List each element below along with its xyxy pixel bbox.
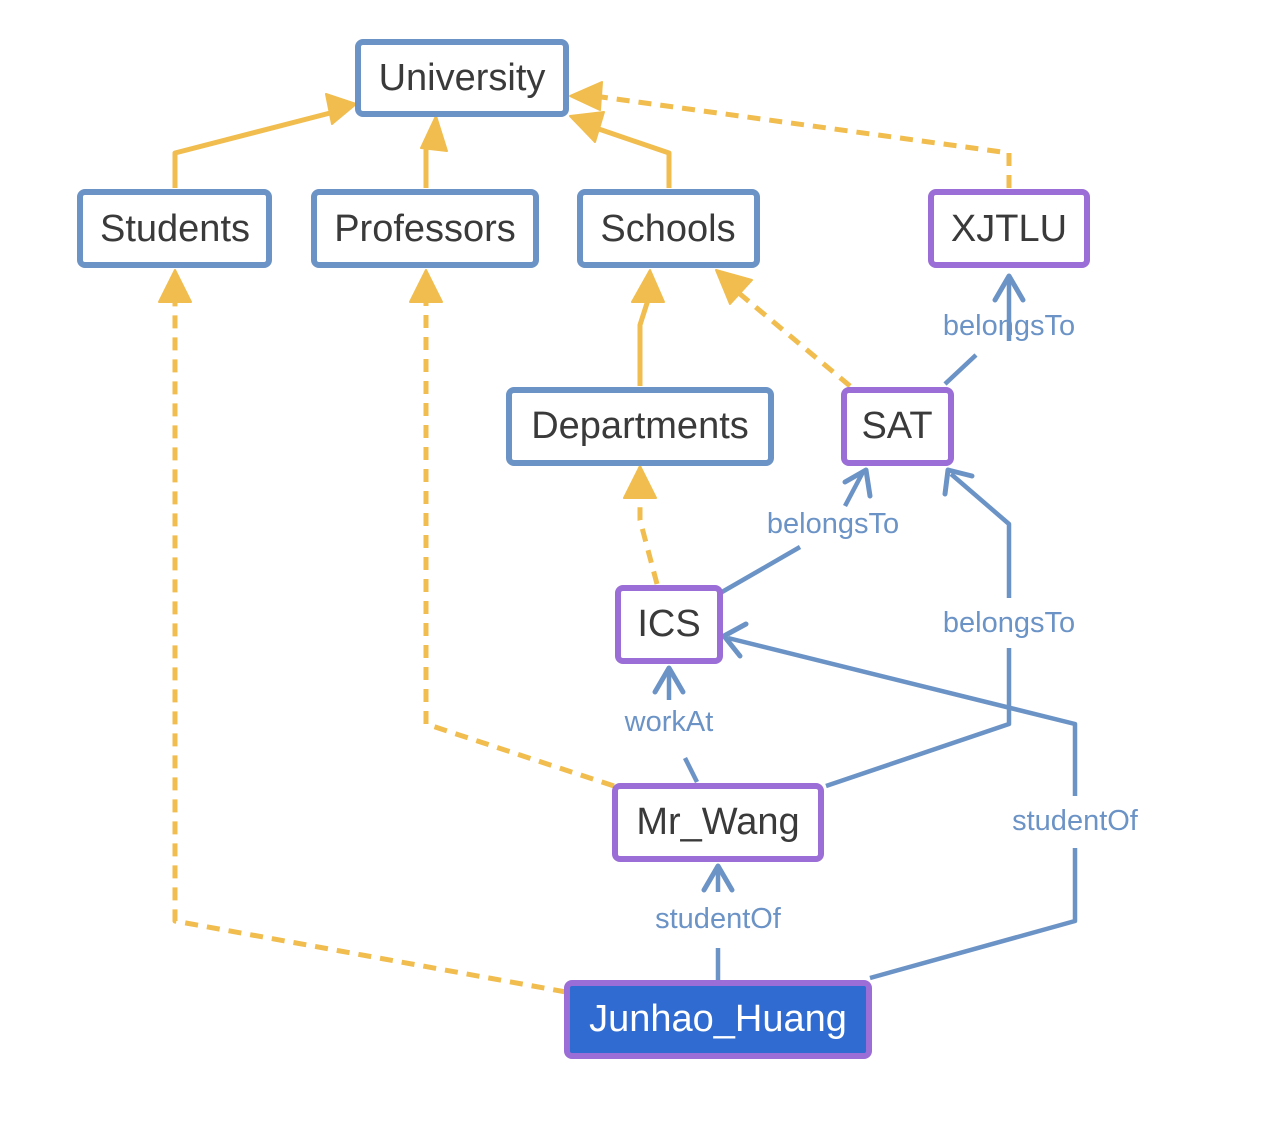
arrowhead-mrwang-ics (652, 665, 686, 695)
node-students[interactable]: Students (77, 189, 272, 268)
arrowhead-xjtlu-university (569, 81, 603, 111)
node-label-ics: ICS (637, 603, 700, 645)
node-schools[interactable]: Schools (577, 189, 760, 268)
node-label-mr-wang: Mr_Wang (636, 801, 799, 843)
edge-label-mrwang-ics: workAt (624, 706, 714, 738)
node-sat[interactable]: SAT (841, 387, 954, 466)
node-professors[interactable]: Professors (311, 189, 539, 268)
arrowhead-professors-university (420, 115, 448, 152)
instance-edge-sat-schools[interactable] (738, 292, 852, 388)
instance-edge-mrwang-professors[interactable] (423, 300, 615, 789)
arrowhead-mrwang-sat (942, 467, 975, 497)
node-mr-wang[interactable]: Mr_Wang (612, 783, 824, 862)
arrowhead-ics-sat (842, 467, 873, 499)
edge-label-mrwang-sat: belongsTo (943, 607, 1075, 639)
edge-label-junhao-mrwang: studentOf (655, 903, 782, 935)
arrowhead-departments-schools (631, 269, 665, 303)
property-edge-junhao-ics-upper[interactable] (727, 635, 1078, 796)
edge-label-ics-sat: belongsTo (767, 508, 899, 540)
edge-label-junhao-ics: studentOf (1012, 805, 1139, 837)
property-edge-ics-sat-head[interactable] (843, 470, 865, 508)
node-label-university: University (379, 57, 546, 99)
node-departments[interactable]: Departments (506, 387, 774, 466)
instance-edge-ics-departments[interactable] (637, 497, 660, 585)
arrowhead-ics-departments (623, 465, 657, 499)
node-label-schools: Schools (600, 208, 735, 250)
node-junhao-huang[interactable]: Junhao_Huang (564, 980, 872, 1059)
property-edge-sat-xjtlu[interactable] (943, 353, 978, 386)
instance-edge-xjtlu-university[interactable] (593, 93, 1012, 188)
edge-label-sat-xjtlu: belongsTo (943, 310, 1075, 342)
arrowhead-sat-xjtlu (992, 273, 1026, 303)
property-edge-mrwang-sat[interactable] (825, 648, 1012, 789)
node-label-sat: SAT (861, 405, 932, 447)
arrowhead-schools-university (569, 111, 605, 143)
instance-edge-junhao-students[interactable] (172, 300, 567, 995)
property-edge-mrwang-ics[interactable] (682, 756, 700, 784)
node-ics[interactable]: ICS (615, 585, 723, 664)
node-label-students: Students (100, 208, 250, 250)
property-edge-ics-sat[interactable] (720, 545, 802, 594)
subclass-edge-schools-university[interactable] (589, 123, 672, 188)
subclass-edge-departments-schools[interactable] (637, 299, 651, 386)
property-edge-mrwang-sat-upper[interactable] (949, 472, 1012, 598)
property-edge-junhao-ics[interactable] (869, 848, 1078, 981)
node-xjtlu[interactable]: XJTLU (928, 189, 1090, 268)
node-university[interactable]: University (355, 39, 569, 117)
node-label-departments: Departments (531, 405, 749, 447)
arrowhead-junhao-students (158, 269, 192, 303)
arrowhead-junhao-ics (721, 621, 749, 659)
arrowhead-mrwang-professors (409, 269, 443, 303)
arrowhead-students-university (325, 93, 357, 125)
arrowhead-junhao-mrwang (701, 863, 735, 893)
subclass-edge-students-university[interactable] (172, 109, 335, 188)
arrowhead-sat-schools (715, 269, 753, 305)
node-label-junhao-huang: Junhao_Huang (589, 998, 847, 1040)
node-label-professors: Professors (334, 208, 516, 250)
node-label-xjtlu: XJTLU (951, 208, 1067, 250)
